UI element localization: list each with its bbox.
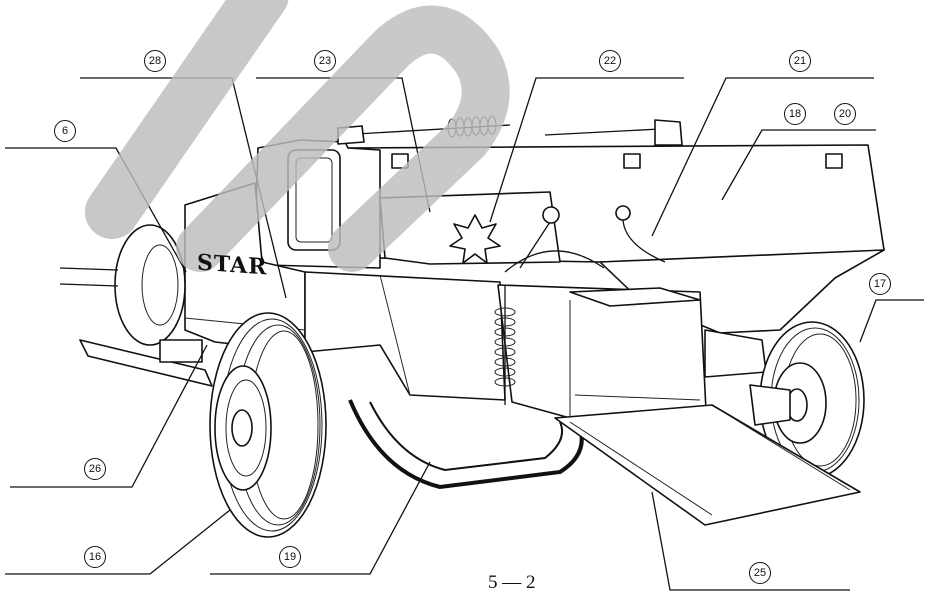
knotter-arm-left [519,221,551,269]
callout-19: 19 [279,546,301,568]
callout-17: 17 [869,273,891,295]
callout-20: 20 [834,103,856,125]
leader-line-18 [721,129,876,201]
left-wheel-rim-inner [225,379,267,477]
hinge-1 [391,153,409,169]
callout-25: 25 [749,562,771,584]
callout-22: 22 [599,50,621,72]
left-wheel-hub [231,409,253,447]
callout-16: 16 [84,546,106,568]
page-number: 5 — 2 [488,572,536,593]
knotter-knob-right [615,205,631,221]
flywheel-inner [141,244,179,326]
hinge-2 [623,153,641,169]
leader-line-16 [5,509,231,575]
callout-6: 6 [54,120,76,142]
leader-line-26 [10,344,208,488]
leader-line-21 [651,77,874,237]
center-spring [494,307,516,387]
top-arm-bracket [654,119,683,146]
chute-rail-right [719,409,851,491]
callout-18: 18 [784,103,806,125]
right-axle [704,329,767,378]
knotter-arm-right [622,219,666,263]
callout-28: 28 [144,50,166,72]
machine-brand-logo: STAR [197,249,268,281]
bale-chamber-base [574,394,701,401]
knotter-wheel-arc [504,250,605,273]
flywheel-drum [114,224,186,346]
body-panel-line [379,274,411,396]
needle-wheel [449,214,501,264]
callout-26: 26 [84,458,106,480]
knotter-knob-left [542,206,560,224]
leader-line-22 [489,77,684,223]
hitch-bar-top [59,267,119,271]
middle-body [304,271,506,401]
watermark-logo [85,0,510,272]
leader-lines [5,77,924,591]
bale-chamber-channel [569,287,701,307]
pickup-frame-inner [369,401,564,472]
right-axle-stub [749,384,791,426]
bale-chamber [497,284,707,419]
bale-chute [554,404,861,526]
leader-line-17 [859,299,924,343]
hitch-bar-bottom [59,283,119,287]
leader-line-25 [651,491,850,591]
front-stand [159,339,203,363]
pickup-frame-outer [348,399,584,490]
leader-line-19 [210,461,431,575]
chute-rail-left [569,421,713,516]
leader-line-6 [5,147,187,273]
hinge-3 [825,153,843,169]
callout-23: 23 [314,50,336,72]
callout-21: 21 [789,50,811,72]
